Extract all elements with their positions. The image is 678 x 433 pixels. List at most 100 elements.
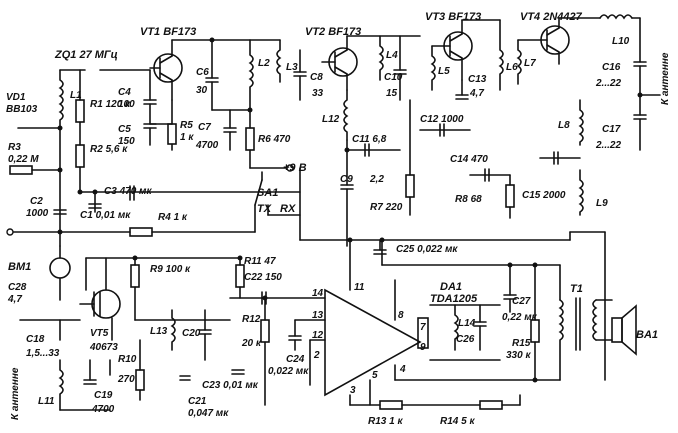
vt4-label: VT4 2N4427 <box>520 11 583 23</box>
r4-label: R4 1 к <box>158 212 188 223</box>
r11-label: R11 47 <box>244 256 276 267</box>
l12-label: L12 <box>322 114 340 125</box>
vt1-label: VT1 BF173 <box>140 26 196 38</box>
c27-value: 0,22 мк <box>502 312 538 323</box>
c24-ref: C24 <box>286 354 305 365</box>
c27-ref: C27 <box>512 296 531 307</box>
l3-label: L3 <box>286 62 298 73</box>
transformer-label: T1 <box>570 283 583 295</box>
c6-value: 30 <box>196 85 208 96</box>
r1-label: R1 120 к <box>90 99 131 110</box>
switch-tx: TX <box>257 203 272 215</box>
c13-ref: C13 <box>468 74 487 85</box>
c22-label: C22 150 <box>244 272 282 283</box>
c7-value: 4700 <box>195 140 219 151</box>
r10-ref: R10 <box>118 354 137 365</box>
c9-value: 2,2 <box>369 174 384 185</box>
ic-pin-5: 5 <box>372 370 378 381</box>
labels: VT1 BF173 VT2 BF173 VT3 BF173 VT4 2N4427… <box>6 11 671 427</box>
c5-ref: C5 <box>118 124 131 135</box>
ic-pin-7: 7 <box>420 322 426 333</box>
ic-pin-3: 3 <box>350 385 356 396</box>
c18-value: 1,5...33 <box>26 348 60 359</box>
l7-label: L7 <box>524 58 536 69</box>
c15-label: C15 2000 <box>522 190 566 201</box>
c18-ref: C18 <box>26 334 45 345</box>
c8-value: 33 <box>312 88 324 99</box>
c23-label: C23 0,01 мк <box>202 380 259 391</box>
vt5-type: 40673 <box>89 342 118 353</box>
diode-ref: VD1 <box>6 92 26 103</box>
l11-label: L11 <box>38 396 55 407</box>
r3-ref: R3 <box>8 142 21 153</box>
transmitter-wiring <box>9 14 661 291</box>
diode-type: BB103 <box>6 104 38 115</box>
c11-label: C11 6,8 <box>352 134 387 145</box>
switch-rx: RX <box>280 203 296 215</box>
r15-ref: R15 <box>512 338 531 349</box>
c6-ref: C6 <box>196 67 209 78</box>
c13-value: 4,7 <box>469 88 484 99</box>
c3-label: C3 470 мк <box>104 186 152 197</box>
l2-label: L2 <box>258 58 270 69</box>
c28-ref: C28 <box>8 282 27 293</box>
antenna-label-rx: К антенне <box>10 367 21 420</box>
c14-label: C14 470 <box>450 154 488 165</box>
l6-label: L6 <box>506 62 518 73</box>
vt5-ref: VT5 <box>90 328 109 339</box>
l4-label: L4 <box>386 50 398 61</box>
r9-label: R9 100 к <box>150 264 191 275</box>
r3-value: 0,22 М <box>8 154 39 165</box>
c25-label: C25 0,022 мк <box>396 244 458 255</box>
c2-ref: C2 <box>30 196 43 207</box>
c17-value: 2...22 <box>595 140 621 151</box>
c19-value: 4700 <box>91 404 115 415</box>
c16-ref: C16 <box>602 62 621 73</box>
l8-label: L8 <box>558 120 570 131</box>
c2-value: 1000 <box>26 208 49 219</box>
r2-label: R2 5,6 к <box>90 144 128 155</box>
l1-label: L1 <box>70 90 82 101</box>
c21-value: 0,047 мк <box>188 408 229 419</box>
r8-label: R8 68 <box>455 194 482 205</box>
receiver-wiring <box>19 231 637 411</box>
c1-label: C1 0,01 мк <box>80 210 131 221</box>
c24-value: 0,022 мк <box>268 366 309 377</box>
crystal-label: ZQ1 27 МГц <box>54 49 118 61</box>
ic-pin-13: 13 <box>312 310 324 321</box>
antenna-label-tx: К антенне <box>660 52 671 105</box>
ic-pin-12: 12 <box>312 330 324 341</box>
speaker-label: BA1 <box>636 329 658 341</box>
c16-value: 2...22 <box>595 78 621 89</box>
c19-ref: C19 <box>94 390 113 401</box>
c12-label: C12 1000 <box>420 114 464 125</box>
r14-label: R14 5 к <box>440 416 475 427</box>
switch-ref: SA1 <box>257 187 278 199</box>
c5-value: 150 <box>118 136 135 147</box>
c21-ref: C21 <box>188 396 207 407</box>
ic-pin-11: 11 <box>354 282 365 293</box>
vt2-label: VT2 BF173 <box>305 26 361 38</box>
r6-label: R6 470 <box>258 134 291 145</box>
supply-label: +9 В <box>283 162 307 174</box>
mic-label: BM1 <box>8 261 31 273</box>
r15-value: 330 к <box>506 350 531 361</box>
junction-dots <box>6 37 643 383</box>
c10-value: 15 <box>386 88 398 99</box>
l10-label: L10 <box>612 36 630 47</box>
c4-ref: C4 <box>118 87 131 98</box>
c4-value: 100 <box>118 99 135 110</box>
r12-value: 20 к <box>241 338 262 349</box>
l5-label: L5 <box>438 66 450 77</box>
c17-ref: C17 <box>602 124 621 135</box>
c20-ref: C20 <box>182 328 201 339</box>
l14-label: L14 <box>458 318 476 329</box>
c10-ref: C10 <box>384 72 403 83</box>
r10-value: 270 <box>117 374 135 385</box>
c8-ref: C8 <box>310 72 323 83</box>
vt3-label: VT3 BF173 <box>425 11 481 23</box>
ic-type: TDA1205 <box>430 293 478 305</box>
c26-ref: C26 <box>456 334 475 345</box>
ic-ref: DA1 <box>440 281 462 293</box>
